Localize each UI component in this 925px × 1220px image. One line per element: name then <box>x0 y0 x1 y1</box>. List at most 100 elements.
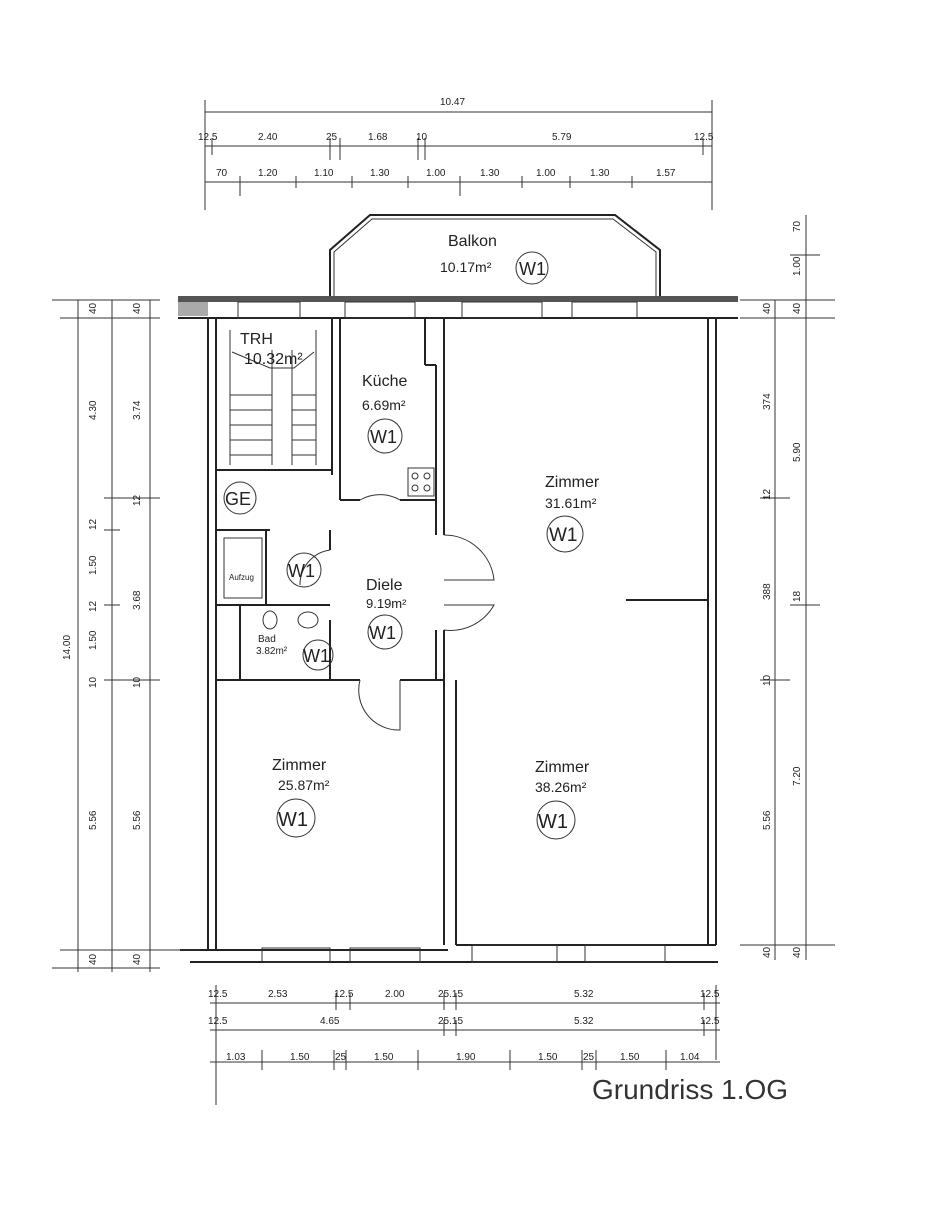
dim-bottom-1-b: 2.53 <box>268 989 288 1000</box>
dim-bottom-3-g: 25 <box>583 1052 595 1063</box>
dim-right-2-b: 1.00 <box>792 256 803 276</box>
dim-right-1-c: 12 <box>762 488 773 500</box>
dim-left-total: 14.00 <box>62 635 73 660</box>
door-zimmer-sw <box>358 679 401 731</box>
dim-bottom-1-d: 2.00 <box>385 989 405 1000</box>
zimmer-se-tag: W1 <box>538 811 568 833</box>
left-dimensions: 40 4.30 12 1.50 12 1.50 10 5.56 40 14.00… <box>52 299 200 972</box>
zimmer-sw-name: Zimmer <box>272 757 327 774</box>
dim-bottom-3-d: 1.50 <box>374 1052 394 1063</box>
dim-right-2-a: 70 <box>792 220 803 232</box>
dim-left-1-a: 40 <box>88 302 99 314</box>
dim-right-1-f: 5.56 <box>762 810 773 830</box>
dim-top-3-f: 1.30 <box>480 168 500 179</box>
right-dimensions: 40 374 12 388 10 5.56 40 70 1.00 40 5.90… <box>740 215 835 960</box>
dim-bottom-3-b: 1.50 <box>290 1052 310 1063</box>
dim-top-3-d: 1.30 <box>370 168 390 179</box>
dim-left-2-d: 3.68 <box>132 590 143 610</box>
dim-bottom-3-i: 1.04 <box>680 1052 700 1063</box>
bottom-dimensions: 12.5 2.53 12.5 2.00 25.15 5.32 12.5 12.5… <box>208 985 720 1105</box>
dim-bottom-1-f: 5.32 <box>574 989 594 1000</box>
dim-left-1-i: 40 <box>88 953 99 965</box>
trh-name: TRH <box>240 331 273 348</box>
dim-bottom-3-h: 1.50 <box>620 1052 640 1063</box>
dim-left-1-g: 10 <box>88 676 99 688</box>
dim-top-3-h: 1.30 <box>590 168 610 179</box>
dim-left-1-h: 5.56 <box>88 810 99 830</box>
dim-top-2-d: 1.68 <box>368 132 388 143</box>
dim-left-2-b: 3.74 <box>132 400 143 420</box>
dim-right-2-d: 5.90 <box>792 442 803 462</box>
dim-bottom-2-b: 4.65 <box>320 1016 340 1027</box>
dim-left-1-c: 12 <box>88 518 99 530</box>
ge-tag-circle <box>223 481 257 515</box>
door-aufzug <box>299 549 331 586</box>
zimmer-ne-tag: W1 <box>549 525 578 546</box>
stove-icon <box>407 467 435 497</box>
toilet-icon <box>262 610 278 630</box>
bad-tag-circle <box>302 639 334 671</box>
kueche-tag-circle <box>367 418 403 454</box>
dim-bottom-1-a: 12.5 <box>208 989 228 1000</box>
dim-top-2-g: 12.5 <box>694 132 714 143</box>
dim-right-1-d: 388 <box>762 583 773 600</box>
dim-right-1-b: 374 <box>762 393 773 410</box>
trh-area: 10.32m² <box>244 351 303 368</box>
kueche-name: Küche <box>362 373 407 390</box>
diele-tag: W1 <box>369 623 396 643</box>
zimmer-sw-tag: W1 <box>278 809 308 831</box>
door-zimmer-ne <box>443 534 495 581</box>
dim-top-2-e: 10 <box>416 132 428 143</box>
dim-top-2-f: 5.79 <box>552 132 572 143</box>
lift-icon <box>223 537 263 599</box>
ge-tag: GE <box>225 489 251 509</box>
zimmer-se-area: 38.26m² <box>535 779 587 795</box>
dim-right-1-g: 40 <box>762 946 773 958</box>
balkon-tag-circle <box>515 251 549 285</box>
dim-bottom-1-e: 25.15 <box>438 989 463 1000</box>
dim-top-3-g: 1.00 <box>536 168 556 179</box>
dim-top-3-e: 1.00 <box>426 168 446 179</box>
aufzug-tag: W1 <box>288 561 315 581</box>
dim-bottom-3-e: 1.90 <box>456 1052 476 1063</box>
stairs <box>229 330 317 465</box>
balcony <box>329 214 661 296</box>
dim-bottom-2-e: 12.5 <box>700 1016 720 1027</box>
zimmer-ne-name: Zimmer <box>545 474 600 491</box>
dim-top-2-b: 2.40 <box>258 132 278 143</box>
dim-right-2-g: 40 <box>792 946 803 958</box>
dim-top-total: 10.47 <box>440 97 465 108</box>
dim-left-1-f: 1.50 <box>88 630 99 650</box>
bad-tag: W1 <box>303 646 330 666</box>
dim-top-3-a: 70 <box>216 168 228 179</box>
dim-left-2-a: 40 <box>132 302 143 314</box>
top-dimensions: 10.47 12.5 2.40 25 1.68 10 5.79 12.5 70 … <box>198 97 714 210</box>
zimmer-sw-area: 25.87m² <box>278 777 330 793</box>
kueche-tag: W1 <box>370 427 397 447</box>
dim-left-1-d: 1.50 <box>88 555 99 575</box>
dim-left-2-c: 12 <box>132 494 143 506</box>
door-kueche <box>359 494 401 501</box>
dim-left-2-e: 10 <box>132 676 143 688</box>
balkon-name: Balkon <box>448 233 497 250</box>
bad-name: Bad <box>258 634 276 645</box>
dim-right-1-a: 40 <box>762 302 773 314</box>
dim-right-2-e: 18 <box>792 590 803 602</box>
dim-right-2-f: 7.20 <box>792 766 803 786</box>
dim-top-3-b: 1.20 <box>258 168 278 179</box>
dim-left-2-g: 40 <box>132 953 143 965</box>
dim-top-2-c: 25 <box>326 132 338 143</box>
zimmer-ne-tag-circle <box>546 515 584 553</box>
dim-bottom-1-c: 12.5 <box>334 989 354 1000</box>
walls <box>178 296 738 963</box>
diele-name: Diele <box>366 577 403 594</box>
aufzug-tag-circle <box>286 552 322 588</box>
zimmer-sw-tag-circle <box>276 798 316 838</box>
balkon-tag: W1 <box>519 259 546 279</box>
bad-area: 3.82m² <box>256 646 288 657</box>
dim-bottom-2-c: 25.15 <box>438 1016 463 1027</box>
dim-bottom-3-c: 25 <box>335 1052 347 1063</box>
dim-top-3-i: 1.57 <box>656 168 676 179</box>
diele-tag-circle <box>367 614 403 650</box>
